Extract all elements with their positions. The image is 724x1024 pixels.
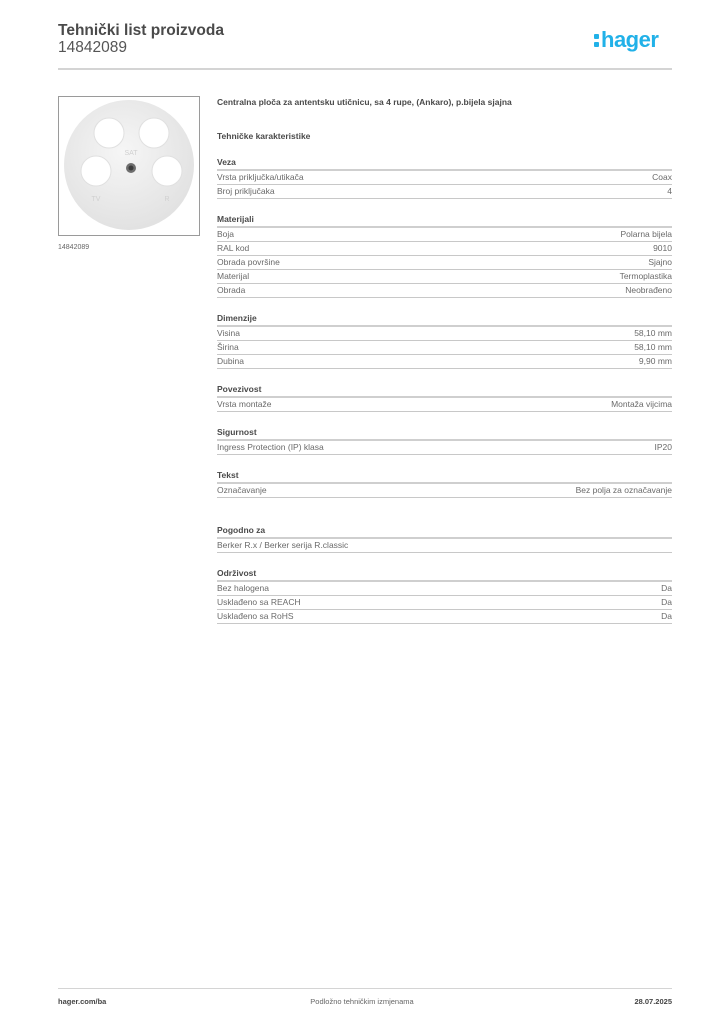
spec-value: 9010 [653, 243, 672, 253]
group-title: Dimenzije [217, 312, 672, 327]
spec-label: Dubina [217, 356, 244, 366]
spec-value: Montaža vijcima [611, 399, 672, 409]
spec-value: 58,10 mm [634, 342, 672, 352]
spec-row: RAL kod 9010 [217, 242, 672, 256]
spec-label: Obrada [217, 285, 246, 295]
spec-row: Bez halogena Da [217, 582, 672, 596]
group-title: Veza [217, 156, 672, 171]
footer-notice: Podložno tehničkim izmjenama [310, 997, 414, 1006]
spec-label: Vrsta montaže [217, 399, 272, 409]
spec-row: Označavanje Bez polja za označavanje [217, 484, 672, 498]
spec-label: Usklađeno sa RoHS [217, 611, 294, 621]
footer-website-link[interactable]: hager.com/ba [58, 997, 107, 1006]
group-title: Održivost [217, 567, 672, 582]
header-divider [58, 68, 672, 70]
product-code: 14842089 [58, 39, 127, 56]
image-caption: 14842089 [58, 244, 90, 251]
spec-value: 58,10 mm [634, 328, 672, 338]
spec-row: Visina 58,10 mm [217, 327, 672, 341]
product-image: SAT TV R [58, 96, 200, 236]
spec-value: Bez polja za označavanje [575, 485, 672, 495]
spec-value: Neobrađeno [625, 285, 672, 295]
spec-content: Centralna ploča za antentsku utičnicu, s… [217, 96, 672, 624]
svg-text:TV: TV [92, 196, 101, 203]
group-title: Povezivost [217, 383, 672, 398]
spec-row: Vrsta priključka/utikača Coax [217, 171, 672, 185]
spec-label: Boja [217, 229, 235, 239]
hager-logo: hager [594, 27, 659, 52]
spec-label: Obrada površine [217, 257, 280, 267]
spec-heading: Tehničke karakteristike [217, 131, 311, 141]
spec-value: 4 [667, 186, 672, 196]
spec-group-tekst: Tekst Označavanje Bez polja za označavanj… [217, 469, 672, 498]
spec-row: Materijal Termoplastika [217, 270, 672, 284]
group-title: Tekst [217, 469, 672, 484]
spec-value: Da [661, 583, 672, 593]
group-title: Sigurnost [217, 426, 672, 441]
spec-label: Označavanje [217, 485, 267, 495]
spec-value: Da [661, 611, 672, 621]
spec-row: Ingress Protection (IP) klasa IP20 [217, 441, 672, 455]
spec-label: Materijal [217, 271, 250, 281]
product-description: Centralna ploča za antentsku utičnicu, s… [217, 97, 512, 107]
spec-value: Polarna bijela [620, 229, 672, 239]
spec-value: IP20 [654, 442, 673, 452]
antenna-plate-illustration: SAT TV R [64, 100, 194, 230]
svg-text:SAT: SAT [124, 150, 138, 157]
spec-row: Dubina 9,90 mm [217, 355, 672, 369]
svg-text:R: R [164, 196, 169, 203]
spec-group-povezivost: Povezivost Vrsta montaže Montaža vijcima [217, 383, 672, 412]
spec-value: Sjajno [648, 257, 672, 267]
spec-label: Bez halogena [217, 583, 269, 593]
spec-label: Berker R.x / Berker serija R.classic [217, 540, 349, 550]
spec-group-pogodno-za: Pogodno za Berker R.x / Berker serija R.… [217, 524, 672, 553]
spec-value: Termoplastika [619, 271, 672, 281]
spec-value: 9,90 mm [638, 356, 672, 366]
footer-date: 28.07.2025 [634, 997, 672, 1006]
spec-value: Da [661, 597, 672, 607]
spec-value: Coax [652, 172, 672, 182]
spec-group-veza: Veza Vrsta priključka/utikača Coax Broj p… [217, 156, 672, 199]
spec-label: Usklađeno sa REACH [217, 597, 301, 607]
group-title: Pogodno za [217, 524, 672, 539]
spec-row: Obrada površine Sjajno [217, 256, 672, 270]
spec-row: Obrada Neobrađeno [217, 284, 672, 298]
spec-row: Širina 58,10 mm [217, 341, 672, 355]
spec-row: Usklađeno sa REACH Da [217, 596, 672, 610]
spec-label: Visina [217, 328, 240, 338]
spec-row: Usklađeno sa RoHS Da [217, 610, 672, 624]
spec-label: RAL kod [217, 243, 250, 253]
spec-label: Broj priključaka [217, 186, 275, 196]
spec-label: Ingress Protection (IP) klasa [217, 442, 324, 452]
group-title: Materijali [217, 213, 672, 228]
spec-label: Širina [217, 342, 239, 352]
footer-divider [58, 988, 672, 989]
spec-row: Broj priključaka 4 [217, 185, 672, 199]
spec-row: Vrsta montaže Montaža vijcima [217, 398, 672, 412]
spec-row: Boja Polarna bijela [217, 228, 672, 242]
page-title: Tehnički list proizvoda [58, 22, 224, 39]
spec-row: Berker R.x / Berker serija R.classic [217, 539, 672, 553]
spec-label: Vrsta priključka/utikača [217, 172, 304, 182]
spec-group-materijali: Materijali Boja Polarna bijela RAL kod 901… [217, 213, 672, 298]
